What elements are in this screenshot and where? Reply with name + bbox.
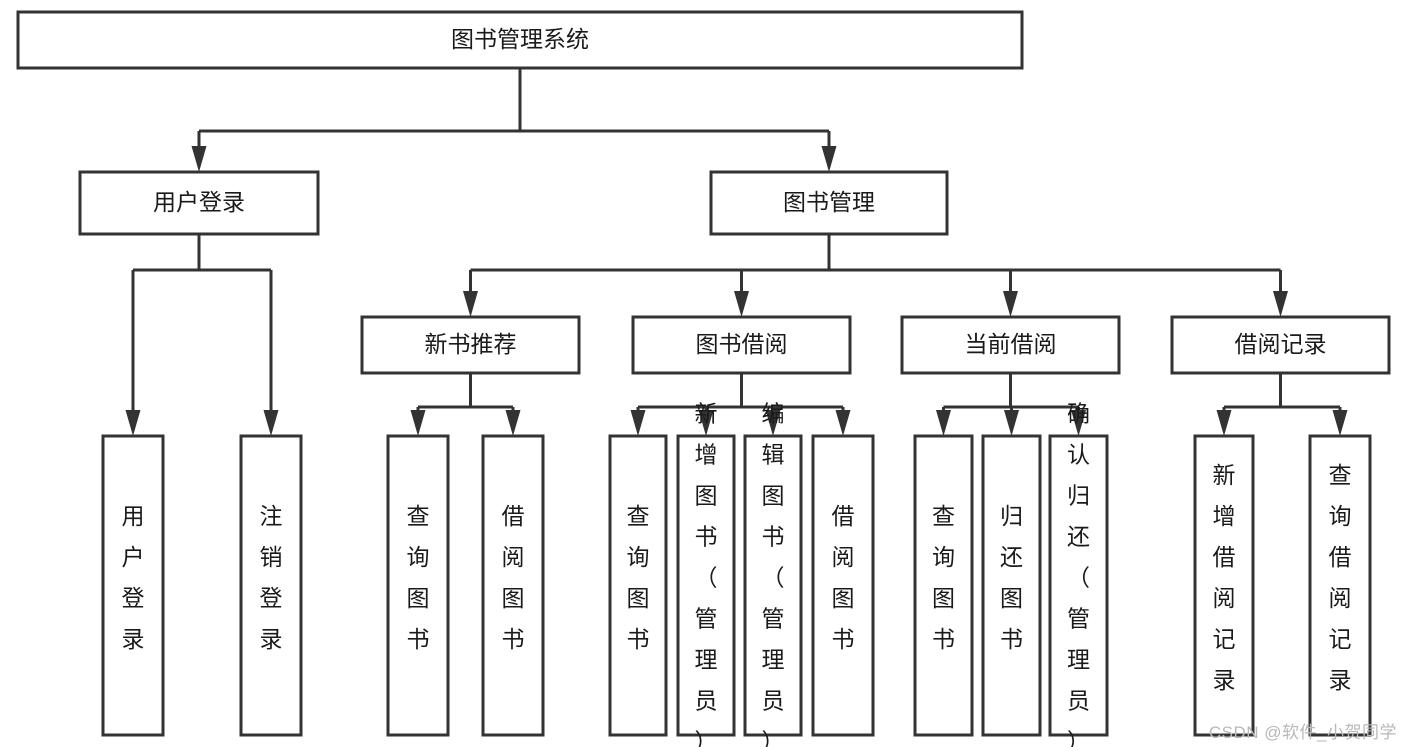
node-label: 用户登录 bbox=[153, 189, 245, 215]
arrow-head-icon bbox=[1332, 410, 1348, 436]
arrow-head-icon bbox=[505, 410, 521, 436]
node-leaf-add-record[interactable]: 新增借阅记录 bbox=[1193, 434, 1255, 737]
node-box[interactable] bbox=[709, 170, 949, 236]
node-new-book-rec[interactable]: 新书推荐 bbox=[360, 315, 581, 375]
arrow-head-icon bbox=[765, 410, 781, 436]
node-box[interactable] bbox=[811, 434, 875, 737]
node-box[interactable] bbox=[1308, 434, 1372, 737]
node-leaf-borrow-book-2[interactable]: 借阅图书 bbox=[811, 434, 875, 737]
node-box[interactable] bbox=[608, 434, 668, 737]
node-label: 新书推荐 bbox=[425, 331, 517, 357]
arrow-head-icon bbox=[734, 291, 749, 317]
node-leaf-edit-book[interactable]: 编辑图书（管理员） bbox=[743, 401, 803, 747]
node-box[interactable] bbox=[1170, 315, 1391, 375]
node-box[interactable] bbox=[386, 434, 450, 737]
arrow-head-icon bbox=[936, 410, 951, 436]
arrow-head-icon bbox=[698, 410, 714, 436]
arrow-head-icon bbox=[463, 291, 478, 317]
node-label: 查询借阅记录 bbox=[1329, 462, 1352, 693]
node-root[interactable]: 图书管理系统 bbox=[16, 10, 1024, 70]
node-book-manage[interactable]: 图书管理 bbox=[709, 170, 949, 236]
arrow-head-icon bbox=[125, 410, 141, 436]
node-label: 编辑图书（管理员） bbox=[762, 401, 785, 747]
node-box[interactable] bbox=[1193, 434, 1255, 737]
node-label: 图书借阅 bbox=[696, 331, 788, 357]
node-leaf-query-book-1[interactable]: 查询图书 bbox=[386, 434, 450, 737]
node-label: 查询图书 bbox=[932, 503, 955, 652]
node-box[interactable] bbox=[743, 434, 803, 737]
edge-layer bbox=[125, 68, 1348, 436]
node-label: 注销登录 bbox=[260, 503, 283, 652]
arrow-head-icon bbox=[263, 410, 279, 436]
node-label: 图书管理 bbox=[783, 189, 875, 215]
node-label: 用户登录 bbox=[122, 503, 145, 652]
node-label: 借阅图书 bbox=[832, 503, 855, 652]
node-leaf-user-login[interactable]: 用户登录 bbox=[101, 434, 165, 737]
node-box[interactable] bbox=[360, 315, 581, 375]
arrow-head-icon bbox=[1071, 410, 1086, 436]
node-leaf-query-book-2[interactable]: 查询图书 bbox=[608, 434, 668, 737]
node-book-borrow[interactable]: 图书借阅 bbox=[631, 315, 852, 375]
node-box[interactable] bbox=[913, 434, 974, 737]
node-current-borrow[interactable]: 当前借阅 bbox=[900, 315, 1121, 375]
node-box[interactable] bbox=[676, 434, 736, 737]
node-label: 确认归还（管理员） bbox=[1067, 401, 1090, 747]
node-box[interactable] bbox=[78, 170, 320, 236]
node-leaf-logout[interactable]: 注销登录 bbox=[239, 434, 303, 737]
node-label: 新增图书（管理员） bbox=[695, 401, 718, 747]
node-leaf-query-book-3[interactable]: 查询图书 bbox=[913, 434, 974, 737]
node-label: 图书管理系统 bbox=[451, 26, 589, 52]
arrow-head-icon bbox=[1003, 291, 1018, 317]
node-layer: 图书管理系统用户登录图书管理新书推荐图书借阅当前借阅借阅记录用户登录注销登录查询… bbox=[16, 10, 1391, 747]
node-leaf-confirm-return[interactable]: 确认归还（管理员） bbox=[1048, 401, 1109, 747]
node-label: 查询图书 bbox=[407, 503, 430, 652]
node-label: 借阅图书 bbox=[502, 503, 525, 652]
arrow-head-icon bbox=[821, 146, 837, 172]
node-box[interactable] bbox=[16, 10, 1024, 70]
node-leaf-add-book[interactable]: 新增图书（管理员） bbox=[676, 401, 736, 747]
node-leaf-return-book[interactable]: 归还图书 bbox=[981, 434, 1042, 737]
node-leaf-borrow-book-1[interactable]: 借阅图书 bbox=[481, 434, 545, 737]
arrow-head-icon bbox=[1273, 291, 1288, 317]
arrow-head-icon bbox=[1004, 410, 1019, 436]
arrow-head-icon bbox=[835, 410, 851, 436]
node-box[interactable] bbox=[481, 434, 545, 737]
node-borrow-record[interactable]: 借阅记录 bbox=[1170, 315, 1391, 375]
node-box[interactable] bbox=[101, 434, 165, 737]
node-label: 当前借阅 bbox=[965, 331, 1057, 357]
node-box[interactable] bbox=[981, 434, 1042, 737]
node-label: 查询图书 bbox=[627, 503, 650, 652]
arrow-head-icon bbox=[630, 410, 646, 436]
node-box[interactable] bbox=[239, 434, 303, 737]
arrow-head-icon bbox=[191, 146, 207, 172]
node-box[interactable] bbox=[1048, 434, 1109, 737]
node-label: 归还图书 bbox=[1000, 503, 1023, 652]
node-user-login[interactable]: 用户登录 bbox=[78, 170, 320, 236]
arrow-head-icon bbox=[1216, 410, 1232, 436]
node-label: 新增借阅记录 bbox=[1213, 462, 1236, 693]
node-box[interactable] bbox=[631, 315, 852, 375]
node-box[interactable] bbox=[900, 315, 1121, 375]
node-leaf-query-record[interactable]: 查询借阅记录 bbox=[1308, 434, 1372, 737]
arrow-head-icon bbox=[410, 410, 426, 436]
node-label: 借阅记录 bbox=[1235, 331, 1327, 357]
